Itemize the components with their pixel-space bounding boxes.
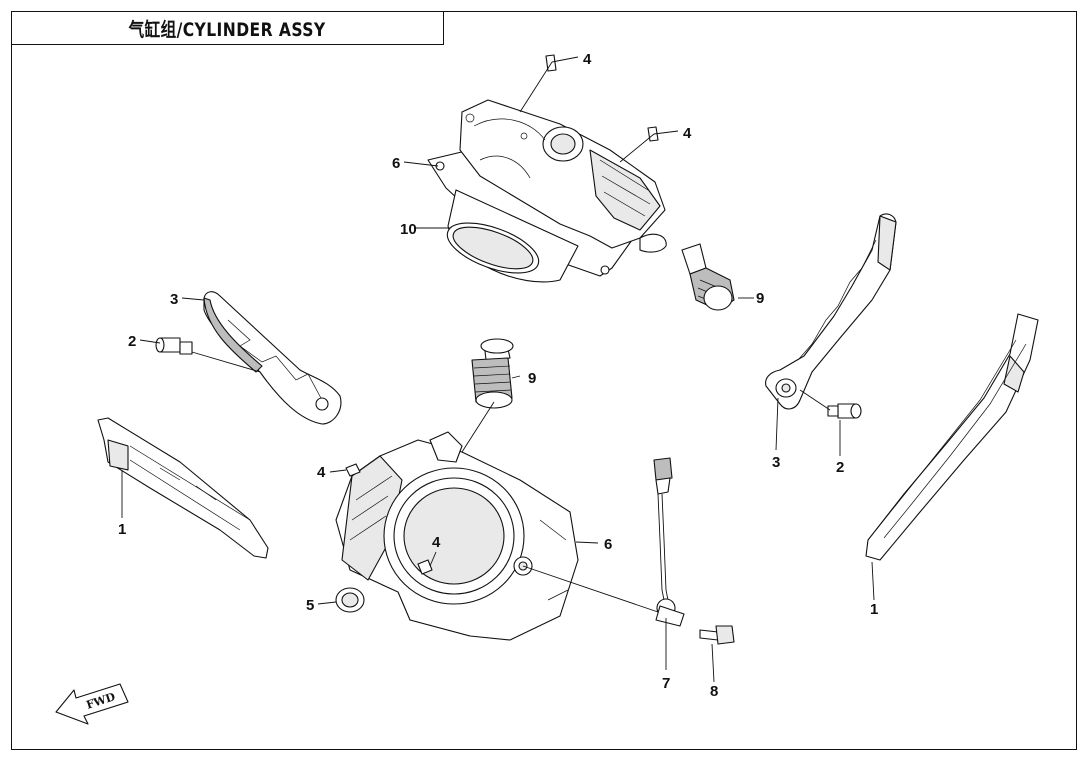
callout-labels: 4 4 6 10 9 9 3 2 1 4 4 5 6 7 8 3 2 1 xyxy=(118,51,878,700)
bolt xyxy=(699,625,735,645)
callout-10: 10 xyxy=(400,221,417,238)
leader-lines xyxy=(121,56,875,683)
forward-direction-arrow: FWD xyxy=(55,683,129,725)
callout-6: 6 xyxy=(604,536,612,553)
chain-tensioner-upper xyxy=(681,243,735,311)
callout-1: 1 xyxy=(870,601,878,618)
callout-4: 4 xyxy=(683,125,692,142)
callout-4: 4 xyxy=(432,534,441,551)
callout-1: 1 xyxy=(118,521,126,538)
callout-4: 4 xyxy=(583,51,592,68)
pin-left xyxy=(155,337,193,355)
fixed-guide-right xyxy=(865,313,1039,561)
pin-right xyxy=(827,403,862,419)
callout-3: 3 xyxy=(170,291,178,308)
knock-sensor xyxy=(653,457,685,627)
callout-3: 3 xyxy=(772,454,780,471)
callout-5: 5 xyxy=(306,597,314,614)
callout-9: 9 xyxy=(528,370,536,387)
chain-guide-right xyxy=(765,213,897,410)
chain-guide-left xyxy=(203,291,342,425)
drawing-frame xyxy=(11,11,1077,750)
callout-6: 6 xyxy=(392,155,400,172)
callout-9: 9 xyxy=(756,290,764,307)
callout-7: 7 xyxy=(662,675,670,692)
title-block: 气缸组/CYLINDER ASSY xyxy=(11,11,444,45)
page-title: 气缸组/CYLINDER ASSY xyxy=(129,18,326,41)
callout-2: 2 xyxy=(836,459,844,476)
lower-cylinder-body xyxy=(335,431,579,641)
upper-cylinder-assembly xyxy=(427,99,667,283)
fixed-guide-left xyxy=(97,417,269,559)
callout-2: 2 xyxy=(128,333,136,350)
chain-tensioner-middle xyxy=(471,338,514,409)
callout-8: 8 xyxy=(710,683,718,700)
callout-4: 4 xyxy=(317,464,326,481)
